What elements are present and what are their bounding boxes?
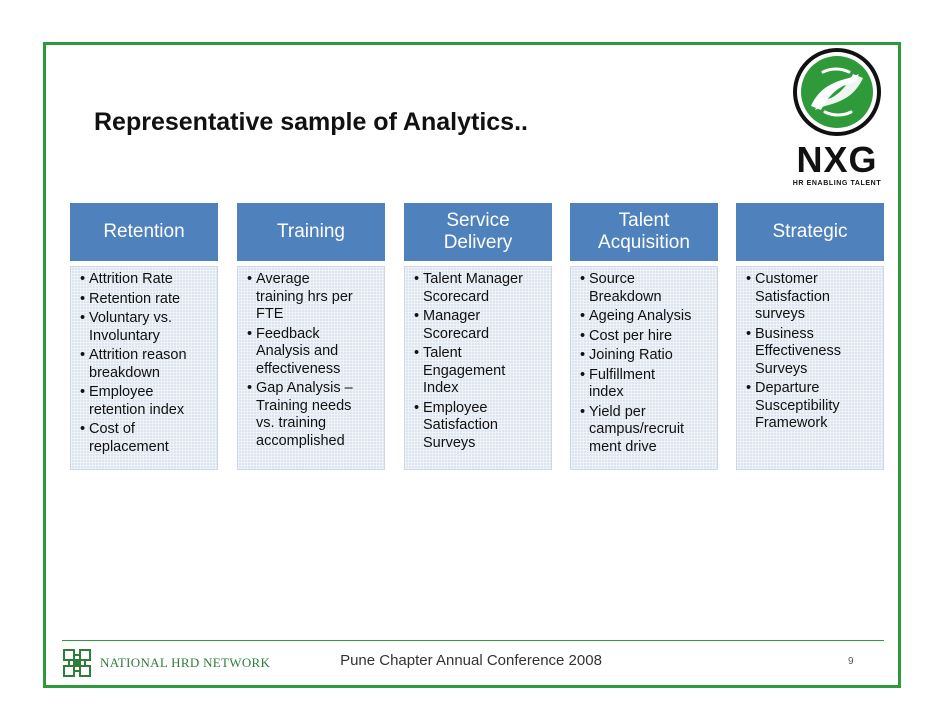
list-item: Departure Susceptibility Framework	[746, 380, 877, 433]
page-number: 9	[848, 656, 854, 667]
list-item: Ageing Analysis	[580, 308, 711, 326]
list-item: Attrition reason breakdown	[80, 347, 211, 382]
column-heading: Training	[237, 203, 385, 261]
organization-name: NATIONAL HRD NETWORK	[100, 655, 271, 670]
column-service-delivery: Service Delivery Talent Manager Scorecar…	[404, 203, 552, 470]
column-body: Talent Manager Scorecard Manager Scoreca…	[404, 266, 552, 470]
list-item: Source Breakdown	[580, 271, 711, 306]
metric-list: Average training hrs per FTE Feedback An…	[247, 271, 378, 450]
column-strategic: Strategic Customer Satisfaction surveys …	[736, 203, 884, 470]
metric-list: Talent Manager Scorecard Manager Scoreca…	[414, 271, 545, 452]
list-item: Joining Ratio	[580, 347, 711, 365]
column-heading-text: Training	[277, 221, 345, 242]
list-item: Retention rate	[80, 291, 211, 309]
column-heading-text: Retention	[103, 221, 185, 242]
column-body: Source Breakdown Ageing Analysis Cost pe…	[570, 266, 718, 470]
list-item: Cost of replacement	[80, 421, 211, 456]
metric-list: Customer Satisfaction surveys Business E…	[746, 271, 877, 433]
list-item: Gap Analysis – Training needs vs. traini…	[247, 380, 378, 450]
column-heading: Retention	[70, 203, 218, 261]
column-retention: Retention Attrition Rate Retention rate …	[70, 203, 218, 470]
national-hrd-network-logo-icon	[63, 649, 91, 677]
list-item: Business Effectiveness Surveys	[746, 326, 877, 379]
nxg-logo: NXG HR ENABLING TALENT	[782, 48, 892, 190]
footer-organization: NATIONAL HRD NETWORK	[62, 648, 270, 678]
column-heading-text: Talent Acquisition	[598, 210, 690, 253]
footer-divider	[62, 640, 884, 641]
column-body: Customer Satisfaction surveys Business E…	[736, 266, 884, 470]
list-item: Customer Satisfaction surveys	[746, 271, 877, 324]
list-item: Talent Manager Scorecard	[414, 271, 545, 306]
nxg-hands-logo-icon	[793, 48, 881, 136]
list-item: Employee Satisfaction Surveys	[414, 400, 545, 453]
column-heading: Strategic	[736, 203, 884, 261]
column-heading-text: Service Delivery	[443, 210, 513, 253]
column-body: Attrition Rate Retention rate Voluntary …	[70, 266, 218, 470]
list-item: Employee retention index	[80, 384, 211, 419]
list-item: Attrition Rate	[80, 271, 211, 289]
column-heading: Service Delivery	[404, 203, 552, 261]
list-item: Feedback Analysis and effectiveness	[247, 326, 378, 379]
list-item: Fulfillment index	[580, 367, 711, 402]
list-item: Cost per hire	[580, 328, 711, 346]
list-item: Manager Scorecard	[414, 308, 545, 343]
column-heading: Talent Acquisition	[570, 203, 718, 261]
column-talent-acquisition: Talent Acquisition Source Breakdown Agei…	[570, 203, 718, 470]
column-heading-text: Strategic	[772, 221, 848, 242]
logo-name: NXG	[796, 139, 878, 180]
column-body: Average training hrs per FTE Feedback An…	[237, 266, 385, 470]
list-item: Voluntary vs. Involuntary	[80, 310, 211, 345]
conference-name: Pune Chapter Annual Conference 2008	[340, 652, 602, 669]
list-item: Talent Engagement Index	[414, 345, 545, 398]
metric-list: Attrition Rate Retention rate Voluntary …	[80, 271, 211, 456]
logo-tagline: HR ENABLING TALENT	[792, 180, 882, 187]
column-training: Training Average training hrs per FTE Fe…	[237, 203, 385, 470]
slide-title: Representative sample of Analytics..	[94, 108, 528, 136]
metric-list: Source Breakdown Ageing Analysis Cost pe…	[580, 271, 711, 456]
list-item: Average training hrs per FTE	[247, 271, 378, 324]
list-item: Yield per campus/recruit ment drive	[580, 404, 711, 457]
